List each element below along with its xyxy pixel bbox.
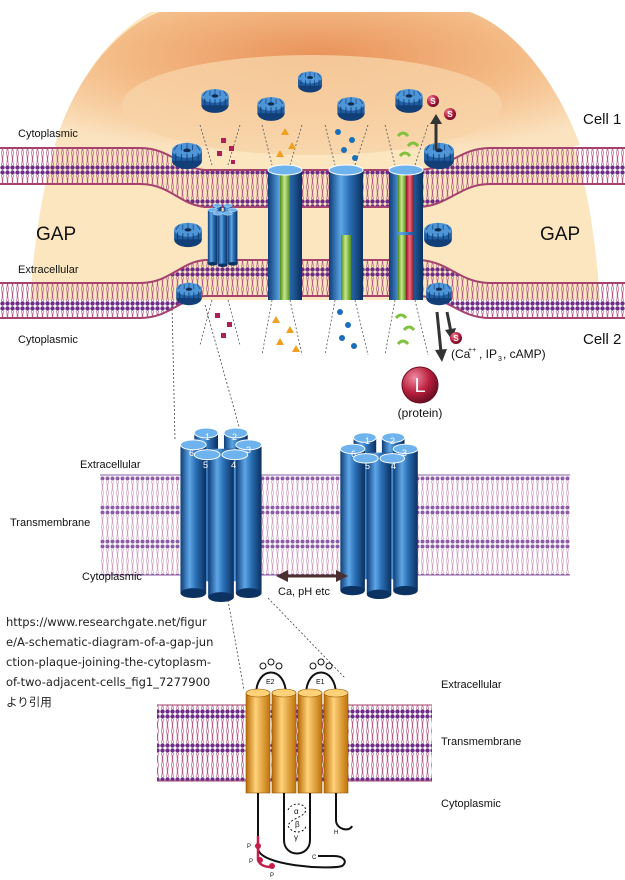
connexon-icon — [175, 282, 203, 306]
transmembrane-label-bottom: Transmembrane — [441, 736, 521, 748]
connexon-icon — [423, 142, 455, 170]
zoom-guide — [227, 597, 346, 691]
alpha-label: α — [294, 807, 299, 816]
protein-ligand — [401, 366, 439, 404]
connexon-icon — [171, 142, 203, 170]
connexon-icon — [256, 96, 286, 122]
channel-blue — [324, 124, 369, 356]
cytoplasmic-label-lower: Cytoplasmic — [18, 334, 78, 346]
channel-magenta — [199, 124, 241, 346]
e1-label: E1 — [316, 679, 325, 686]
protein-label: (protein) — [398, 406, 443, 420]
cell-1-inner-glow — [122, 55, 502, 155]
membrane-middle — [100, 475, 570, 575]
c-terminal-tail — [335, 793, 353, 831]
subunit-label: 2 — [232, 432, 237, 442]
ip-subscript: 3 — [498, 356, 502, 363]
membrane-lower — [0, 260, 625, 318]
bottom-panel: E2 E1 α β γ H P P P C Extracellular — [157, 658, 521, 879]
subunit-label: 1 — [365, 436, 370, 446]
signal-molecule — [444, 108, 456, 120]
s-label: S — [453, 334, 459, 343]
ca-label: (Ca — [451, 347, 471, 361]
subunit-label: 1 — [205, 432, 210, 442]
connexon-icon — [297, 71, 323, 93]
p-label: P — [247, 844, 251, 850]
transmembrane-label-middle: Transmembrane — [10, 517, 90, 529]
connexon-icon — [394, 88, 424, 114]
subunit-label: 6 — [351, 449, 356, 459]
h-label: H — [334, 830, 338, 836]
membrane-upper — [0, 148, 625, 207]
subunit-label: 6 — [189, 448, 194, 458]
n-terminal-tail — [257, 793, 346, 869]
subunit-label: 5 — [203, 460, 208, 470]
phosphate-site — [257, 857, 263, 863]
cytoplasmic-loop — [283, 793, 311, 855]
signal-molecule — [450, 332, 462, 344]
cytoplasmic-label-middle: Cytoplasmic — [82, 571, 142, 583]
beta-label: β — [295, 820, 300, 829]
zoom-guide — [171, 304, 241, 441]
channel-green — [384, 124, 429, 356]
subunit-label: 4 — [231, 460, 236, 470]
extracellular-loop-e2 — [255, 671, 287, 696]
extracellular-label-middle: Extracellular — [80, 459, 141, 471]
cytoplasmic-label-upper: Cytoplasmic — [18, 128, 78, 140]
subunit-label: 5 — [365, 461, 370, 471]
p-label: P — [270, 873, 274, 879]
cell-1-label: Cell 1 — [583, 111, 621, 128]
channel-orange — [261, 124, 303, 356]
extracellular-label: Extracellular — [18, 264, 79, 276]
e2-label: E2 — [266, 679, 275, 686]
ip-label: , IP — [479, 347, 497, 361]
connexon-icon — [336, 96, 366, 122]
source-note: https://www.researchgate.net/figure/A-sc… — [6, 615, 214, 709]
protein-ligand-label: L — [414, 375, 425, 397]
signal-molecule — [427, 95, 439, 107]
top-panel: S S S L (protein) (Ca ++ , IP 3 , cAMP) … — [0, 12, 625, 420]
ca-superscript: ++ — [468, 347, 476, 354]
s-label: S — [430, 97, 436, 106]
gating-label: Ca, pH etc — [278, 586, 330, 598]
p-label: P — [249, 859, 253, 865]
extracellular-loop-e1 — [305, 671, 337, 696]
middle-panel: 1 2 3 4 5 6 1 2 3 4 5 6 Ca, pH etc Extra… — [10, 427, 570, 603]
subunit-label: 4 — [391, 461, 396, 471]
gamma-label: γ — [294, 833, 298, 842]
subunit-label: 3 — [246, 445, 251, 455]
cell-2-label: Cell 2 — [583, 331, 621, 348]
extracellular-label-bottom: Extracellular — [441, 679, 502, 691]
cytoplasmic-label-bottom: Cytoplasmic — [441, 798, 501, 810]
subunit-label: 3 — [402, 448, 407, 458]
connexon-icon — [200, 88, 230, 114]
connexon-icon — [425, 282, 453, 306]
subunit-label: 2 — [390, 436, 395, 446]
arrow-down-icon — [435, 311, 443, 353]
connexon-icon — [173, 222, 203, 248]
camp-label: , cAMP) — [503, 347, 546, 361]
gap-label-left: GAP — [36, 224, 76, 245]
c-label: C — [312, 855, 317, 861]
s-label: S — [447, 110, 453, 119]
phosphate-site — [255, 843, 261, 849]
connexon-icon — [423, 222, 453, 248]
gap-label-right: GAP — [540, 224, 580, 245]
phosphate-site — [269, 863, 275, 869]
